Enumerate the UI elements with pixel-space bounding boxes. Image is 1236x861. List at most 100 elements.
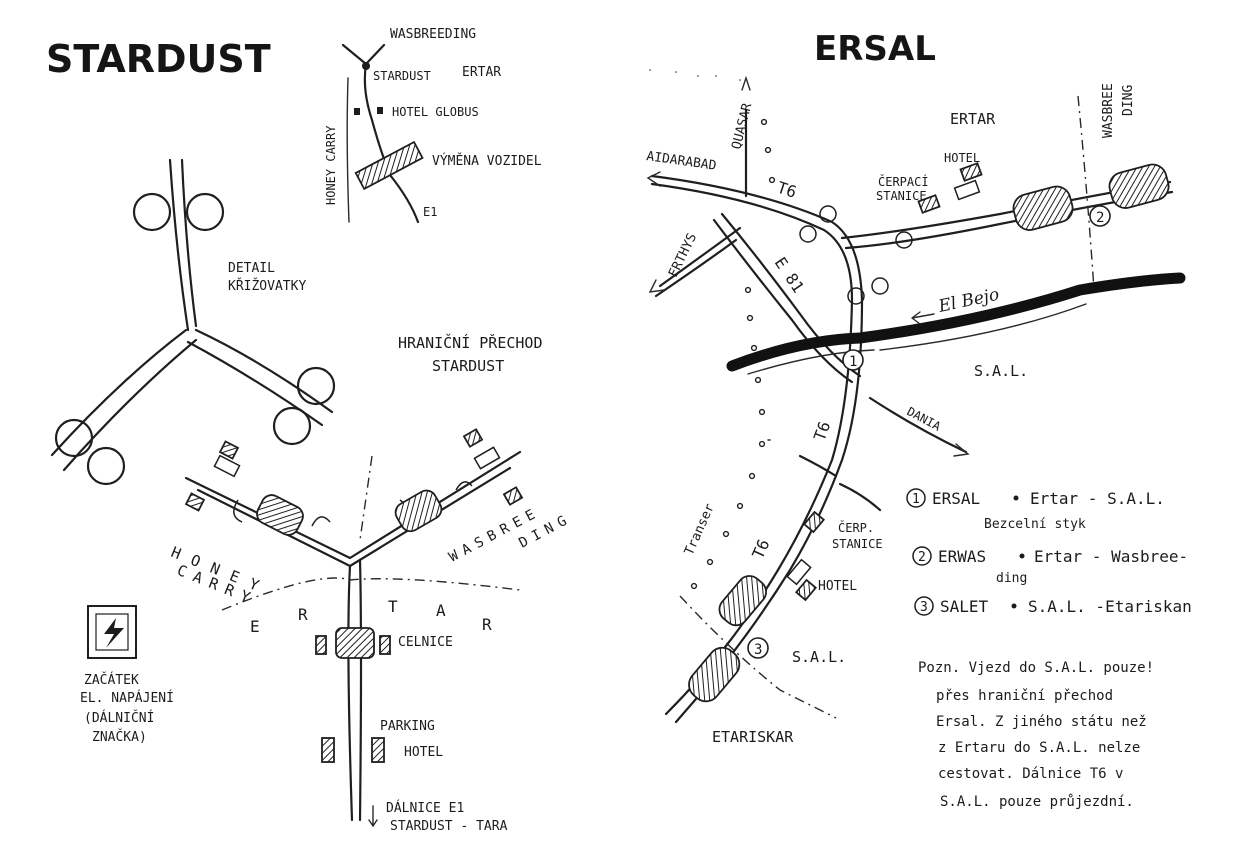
arrow-left-icon xyxy=(646,171,661,187)
legend-1-route: Ertar - S.A.L. xyxy=(1030,489,1165,508)
legend-1-note: Bezcelní styk xyxy=(984,517,1086,532)
note-line-5: cestovat. Dálnice T6 v xyxy=(938,766,1123,782)
arrow-up-icon xyxy=(741,75,751,91)
arrow-right-icon xyxy=(953,443,970,457)
dalnice-label: DÁLNICE E1 xyxy=(386,800,464,816)
celnice-gate-right xyxy=(379,635,391,655)
sign-inner-frame xyxy=(95,613,129,651)
celnice-building xyxy=(335,627,375,659)
hotel-box-ersal xyxy=(953,179,981,201)
quasar-label: QUASAR xyxy=(729,102,755,151)
ertar-letters: E R T A R xyxy=(250,597,492,636)
erthys-label: ERTHYS xyxy=(666,231,700,280)
legend-3-route: S.A.L. -Etariskan xyxy=(1028,597,1192,616)
cerpaci-label-1: ČERPACÍ xyxy=(878,174,929,189)
celnice-label: CELNICE xyxy=(398,635,453,650)
ersal-buildings xyxy=(688,162,1170,703)
detail-label-1: DETAIL xyxy=(228,261,275,276)
booth-sign-1 xyxy=(218,440,240,460)
note-block: Pozn. Vjezd do S.A.L. pouze! přes hranič… xyxy=(918,660,1154,810)
crossing-2-station xyxy=(1012,185,1074,231)
fuel-station-south-icon xyxy=(802,510,826,534)
legend-1-circle xyxy=(906,488,926,508)
marker-2-label: 2 xyxy=(1096,210,1104,226)
ertar-minimap-label: ERTAR xyxy=(462,65,501,80)
parking-lot-left xyxy=(321,737,335,763)
hotel-label: HOTEL xyxy=(404,745,443,760)
sign-caption-4: ZNAČKA) xyxy=(92,729,147,745)
legend-2-bullet xyxy=(1019,553,1025,559)
note-line-3: Ersal. Z jiného státu než xyxy=(936,714,1147,730)
ertar-letter-a: A xyxy=(436,601,446,620)
hotel-roof-ersal xyxy=(959,162,983,182)
ersal-title: ERSAL xyxy=(814,29,936,69)
note-line-1: Pozn. Vjezd do S.A.L. pouze! xyxy=(918,660,1154,676)
interchange-detail xyxy=(50,158,336,486)
wasbree-ersal-label: WASBREE xyxy=(1101,83,1116,138)
arrow-down-left-icon xyxy=(648,279,665,293)
crossing-3-station-south xyxy=(688,646,741,703)
e1-minimap-label: E1 xyxy=(423,205,437,219)
ertar-letter-r: R xyxy=(298,605,308,624)
stardust-tara-label: STARDUST - TARA xyxy=(390,819,508,834)
marker-1-circle xyxy=(842,349,864,371)
stardust-title: STARDUST xyxy=(46,37,271,81)
minimap-border xyxy=(346,77,350,223)
e81-label: E 81 xyxy=(771,254,808,297)
honey-carry-minimap-label: HONEY CARRY xyxy=(324,125,338,205)
customs-booth-east xyxy=(394,489,443,533)
legend-3-bullet xyxy=(1011,603,1017,609)
booth-box-2 xyxy=(473,446,501,470)
power-sign xyxy=(87,605,137,659)
hotel-globus-marker xyxy=(354,108,360,115)
wasbreeding-label: WASBREEDING xyxy=(390,27,476,42)
hotel-globus-label: HOTEL GLOBUS xyxy=(392,105,479,119)
minimap-road-e1 xyxy=(363,62,420,224)
t6-label-north: T6 xyxy=(775,178,799,202)
marker-3-circle xyxy=(747,637,769,659)
legend-1-name: ERSAL xyxy=(932,489,980,508)
ding-ersal-label: DING xyxy=(1121,85,1136,116)
vymena-vozidel-label: VÝMĚNA VOZIDEL xyxy=(432,153,542,169)
hotel-south-label: HOTEL xyxy=(818,579,857,594)
note-line-2: přes hraniční přechod xyxy=(936,688,1113,704)
crossing-label-1: HRANIČNÍ PŘECHOD xyxy=(398,333,543,352)
booth-sign-2 xyxy=(184,492,206,512)
note-line-6: S.A.L. pouze průjezdní. xyxy=(940,794,1134,810)
legend-2-note: ding xyxy=(996,571,1027,586)
lightning-icon xyxy=(104,618,124,648)
parking-lot-right xyxy=(371,737,385,763)
crossing-3-station xyxy=(718,575,767,627)
legend-3-name: SALET xyxy=(940,597,989,616)
crossings-legend: 1 ERSAL Ertar - S.A.L. Bezcelní styk 2 E… xyxy=(906,488,1192,616)
customs-booth-west xyxy=(256,494,304,536)
crossing-markers: 1 2 3 xyxy=(747,205,1111,659)
cerpaci-label-2: STANICE xyxy=(876,189,927,203)
t6-label-south: T6 xyxy=(748,536,773,561)
sign-caption-1: ZAČÁTEK xyxy=(84,672,139,688)
sign-caption-2: EL. NAPÁJENÍ xyxy=(80,690,174,706)
river-flow-arrow-icon xyxy=(911,311,935,325)
sign-caption-3: (DÁLNIČNÍ xyxy=(84,710,154,726)
ertar-ersal-label: ERTAR xyxy=(950,110,996,128)
hotel-roof-south xyxy=(794,578,818,602)
ertar-letter-e: E xyxy=(250,617,260,636)
arrow-down-icon xyxy=(368,805,378,828)
legend-2-circle xyxy=(912,546,932,566)
stardust-crossing xyxy=(184,428,524,822)
note-line-4: z Ertaru do S.A.L. nelze xyxy=(938,740,1140,756)
hotel-globus-marker-2 xyxy=(377,107,383,114)
legend-1-num: 1 xyxy=(912,492,920,507)
ertar-letter-t: T xyxy=(388,597,398,616)
cerp-label-2: STANICE xyxy=(832,537,883,551)
hotel-ersal-label: HOTEL xyxy=(944,151,980,165)
marker-2-circle xyxy=(1089,205,1111,227)
ertar-letter-r2: R xyxy=(482,615,492,634)
crossing-label-2: STARDUST xyxy=(432,357,504,375)
legend-2-name: ERWAS xyxy=(938,547,986,566)
legend-1-bullet xyxy=(1013,495,1019,501)
legend-3-num: 3 xyxy=(920,600,928,615)
crossing-2-station-east xyxy=(1108,163,1170,209)
stardust-minimap: WASBREEDING STARDUST ERTAR HONEY CARRY H… xyxy=(324,27,542,224)
